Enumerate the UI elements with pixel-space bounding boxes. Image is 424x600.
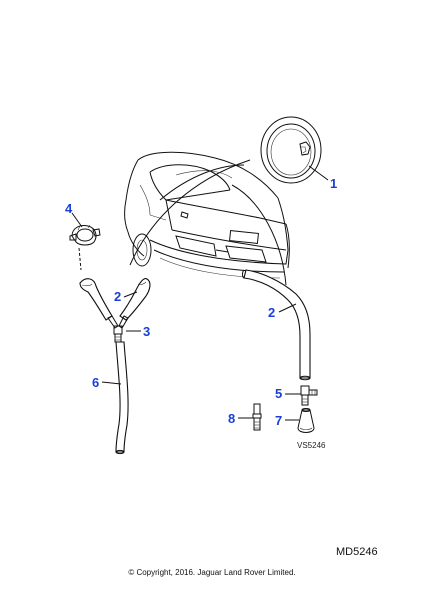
part-1-seal-ring[interactable] <box>260 116 322 184</box>
diagram-code: MD5246 <box>336 546 378 558</box>
callout-1[interactable]: 1 <box>330 176 337 191</box>
callout-5[interactable]: 5 <box>275 386 282 401</box>
callout-8[interactable]: 8 <box>228 411 235 426</box>
leader-2b <box>278 303 297 313</box>
part-3-y-connector[interactable] <box>107 315 129 343</box>
callout-2-right[interactable]: 2 <box>268 305 275 320</box>
drawing-reference: VS5246 <box>297 441 326 450</box>
part-6-drain-hose[interactable] <box>115 341 129 455</box>
leader-2a <box>123 291 138 298</box>
leader-6 <box>101 381 122 385</box>
part-2-hose-right[interactable] <box>242 269 311 381</box>
clip-connection-dash <box>78 247 82 271</box>
part-4-hose-clip[interactable] <box>69 224 101 246</box>
callout-2-left[interactable]: 2 <box>114 289 121 304</box>
leader-1 <box>308 165 329 181</box>
callout-3[interactable]: 3 <box>143 324 150 339</box>
part-8-bolt[interactable] <box>252 403 262 431</box>
callout-4[interactable]: 4 <box>65 201 73 216</box>
leader-4 <box>71 212 83 228</box>
callout-7[interactable]: 7 <box>275 413 282 428</box>
part-7-valve[interactable] <box>297 408 315 433</box>
part-5-connector[interactable] <box>300 385 318 406</box>
copyright-notice: © Copyright, 2016. Jaguar Land Rover Lim… <box>128 568 296 577</box>
callout-6[interactable]: 6 <box>92 375 99 390</box>
vehicle-outline <box>124 151 290 286</box>
